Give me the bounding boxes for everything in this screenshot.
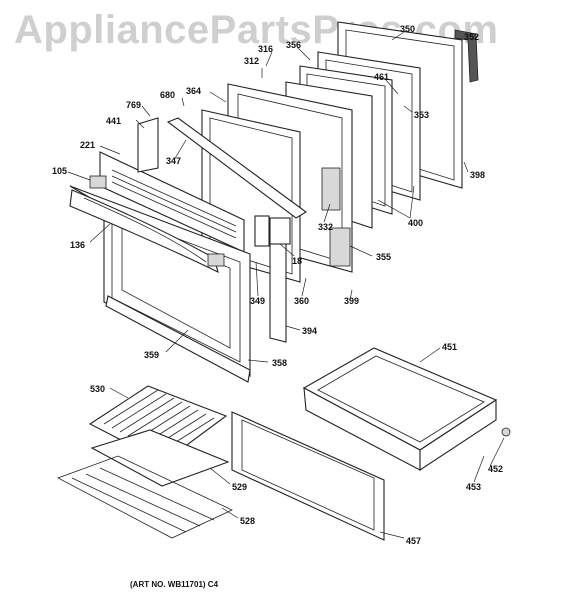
callout-451: 451	[442, 342, 458, 352]
callout-360: 360	[294, 296, 310, 306]
drawer-front	[231, 411, 385, 541]
callout-452: 452	[488, 464, 504, 474]
callout-529: 529	[232, 482, 248, 492]
callout-394: 394	[302, 326, 318, 336]
callout-441: 441	[106, 116, 122, 126]
leader-lines	[67, 31, 505, 539]
callout-457: 457	[406, 536, 422, 546]
callout-353: 353	[414, 110, 430, 120]
door-gasket	[454, 29, 479, 83]
oven-rack	[57, 455, 233, 539]
callout-352: 352	[464, 32, 480, 42]
door-hinge-right	[269, 217, 291, 245]
callout-105: 105	[52, 166, 68, 176]
callout-350: 350	[400, 24, 416, 34]
callout-398: 398	[470, 170, 486, 180]
callout-349: 349	[250, 296, 266, 306]
door-bottom-trim	[105, 295, 251, 383]
broiler-tray	[90, 429, 230, 487]
callout-680: 680	[160, 90, 176, 100]
callout-356: 356	[286, 40, 302, 50]
callout-399: 399	[344, 296, 360, 306]
callout-18: 18	[292, 256, 303, 266]
callout-316: 316	[258, 44, 274, 54]
callout-136: 136	[70, 240, 86, 250]
door-hinge-left	[254, 215, 270, 247]
drawer-body	[302, 347, 498, 472]
callout-400: 400	[408, 218, 424, 228]
door-handle	[69, 175, 225, 274]
callout-355: 355	[376, 252, 392, 262]
door-channel-bar	[166, 117, 307, 219]
callout-359: 359	[144, 350, 160, 360]
callout-530: 530	[90, 384, 106, 394]
callout-461: 461	[374, 72, 390, 82]
callout-358: 358	[272, 358, 288, 368]
callout-221: 221	[80, 140, 96, 150]
callout-312: 312	[244, 56, 260, 66]
callout-332: 332	[318, 222, 334, 232]
door-support-post	[269, 235, 287, 343]
callout-528: 528	[240, 516, 256, 526]
callout-769: 769	[126, 100, 142, 110]
callout-453: 453	[466, 482, 482, 492]
drawer-glide-knob	[501, 427, 511, 437]
callout-364: 364	[186, 86, 202, 96]
side-bracket	[137, 117, 159, 173]
callout-347: 347	[166, 156, 182, 166]
art-number-caption: (ART NO. WB11701) C4	[130, 580, 219, 589]
